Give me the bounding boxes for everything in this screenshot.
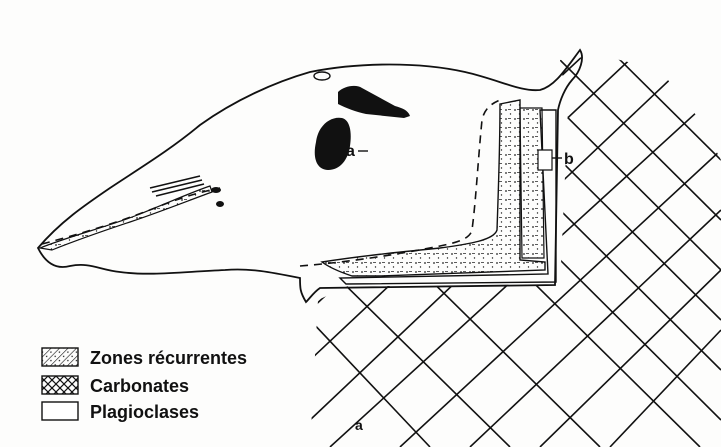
recurrent-zone-band <box>320 99 546 277</box>
marker-a: a <box>346 143 355 160</box>
inclusion-small-1 <box>211 187 221 193</box>
legend-swatch-carbonates <box>41 375 79 395</box>
inner-rim <box>338 109 557 285</box>
legend-label-zones: Zones récurrentes <box>90 348 247 368</box>
panel-label: a <box>355 417 363 433</box>
recurrent-zone-left <box>37 185 213 251</box>
legend-label-plagioclases: Plagioclases <box>90 402 199 422</box>
legend-swatch-plagioclases <box>41 401 79 421</box>
crystal-outline <box>36 48 583 304</box>
notch-b <box>537 149 553 171</box>
inclusion-blob <box>314 117 351 170</box>
recurrent-zone-vertical <box>519 107 545 259</box>
legend-label-carbonates: Carbonates <box>90 376 189 396</box>
legend: Zones récurrentes Carbonates Plagioclase… <box>41 347 247 422</box>
streaks <box>149 175 205 197</box>
marker-b: b <box>564 151 574 168</box>
inclusion-outline <box>313 71 331 81</box>
legend-swatch-zones <box>41 347 79 367</box>
inclusion-bar <box>338 85 410 118</box>
inclusion-small-2 <box>216 201 224 207</box>
zone-dashed-boundary <box>41 99 501 267</box>
